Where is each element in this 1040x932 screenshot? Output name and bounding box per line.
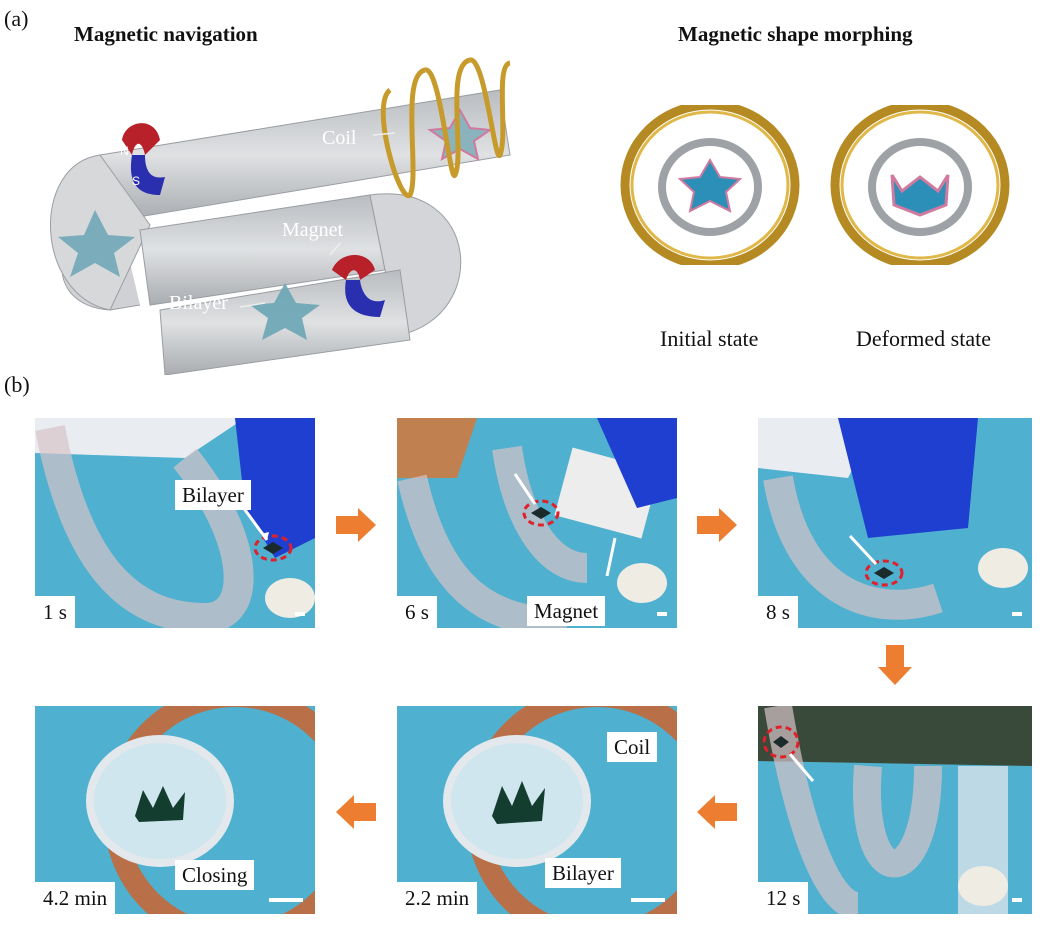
sequence-arrow-right-2 <box>697 508 737 542</box>
star-flat <box>677 158 743 213</box>
scale-bar <box>1012 612 1022 616</box>
star-shape-bottom <box>250 283 320 340</box>
morph-title: Magnetic shape morphing <box>678 22 913 46</box>
panel-b-label: (b) <box>4 372 30 397</box>
panel-a-label: (a) <box>4 6 29 31</box>
frame-5-tag-bilayer: Bilayer <box>545 858 621 888</box>
scale-bar <box>631 898 665 902</box>
magnet-label: Magnet <box>282 219 344 241</box>
frame-4: 12 s <box>758 706 1032 914</box>
scale-bar <box>657 612 667 616</box>
frame-6: Closing 4.2 min <box>35 706 315 914</box>
frame-3-time: 8 s <box>758 596 798 628</box>
frame-5-time: 2.2 min <box>397 882 478 914</box>
frame-6-time: 4.2 min <box>35 882 116 914</box>
bilayer-label: Bilayer <box>169 292 228 314</box>
frame-2-tag: Magnet <box>527 596 606 626</box>
frame-5: Coil Bilayer 2.2 min <box>397 706 677 914</box>
frame-6-tag: Closing <box>175 860 255 890</box>
magnet-icon-upper: N S <box>120 123 165 195</box>
frame-1: Bilayer 1 s <box>35 418 315 628</box>
coil-label: Coil <box>322 127 357 149</box>
initial-state-caption: Initial state <box>660 326 759 351</box>
initial-state-ring <box>620 105 800 265</box>
coil-icon <box>380 57 512 198</box>
frame-1-time: 1 s <box>35 596 75 628</box>
nav-title: Magnetic navigation <box>74 22 258 46</box>
sequence-arrow-down <box>878 645 912 685</box>
deformed-state-caption: Deformed state <box>856 326 991 351</box>
navigation-illustration: N S <box>49 57 512 375</box>
sequence-arrow-left-1 <box>697 795 737 829</box>
scale-bar <box>295 612 305 616</box>
star-shape-left <box>58 210 135 277</box>
frame-4-time: 12 s <box>758 882 809 914</box>
sequence-arrow-left-2 <box>336 795 376 829</box>
deformed-state-ring <box>830 105 1010 265</box>
frame-5-tag-coil: Coil <box>607 732 658 762</box>
sequence-arrow-right-1 <box>336 508 376 542</box>
morphing-illustration <box>620 105 1010 265</box>
frame-3: 8 s <box>758 418 1032 628</box>
scale-bar <box>269 898 303 902</box>
frame-2: Magnet 6 s <box>397 418 677 628</box>
magnet-south-label: S <box>132 174 140 188</box>
frame-1-tag: Bilayer <box>175 480 251 510</box>
star-curled <box>890 174 950 217</box>
frame-2-time: 6 s <box>397 596 437 628</box>
magnet-icon-lower <box>332 255 385 317</box>
magnet-north-label: N <box>120 144 129 158</box>
scale-bar <box>1012 898 1022 902</box>
